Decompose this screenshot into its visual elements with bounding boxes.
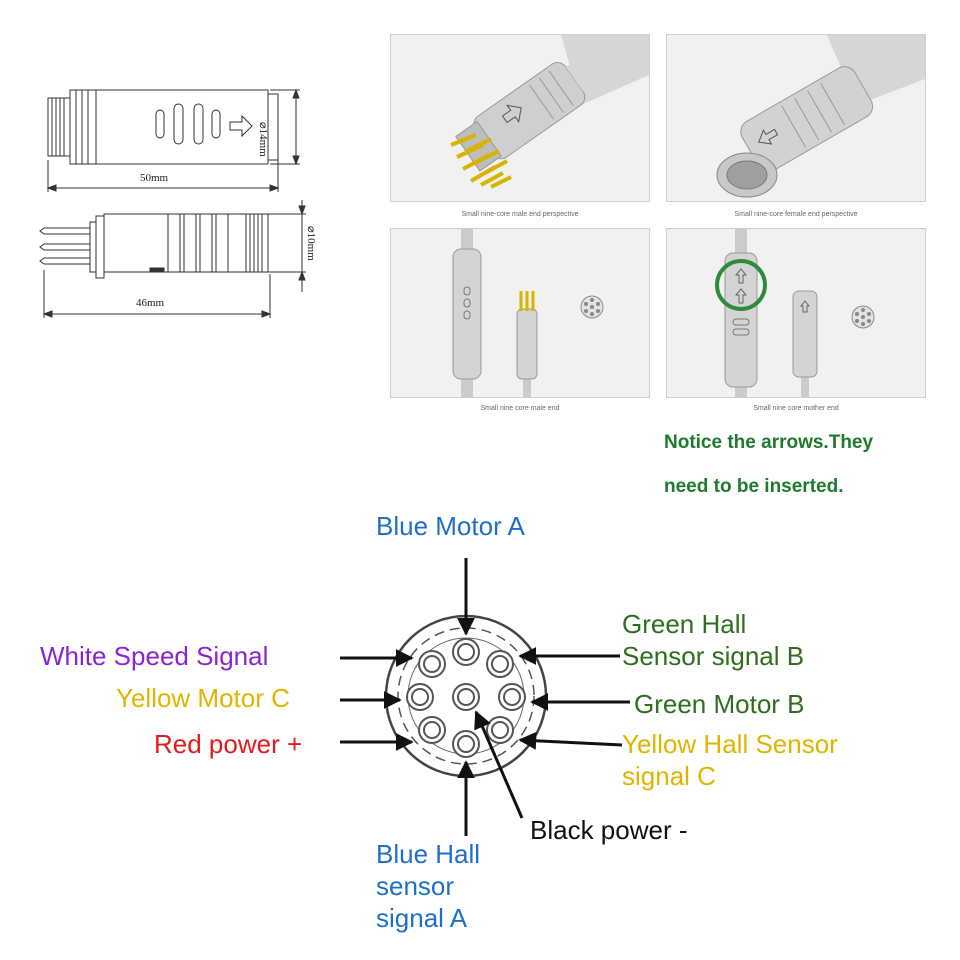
pin-yellow-hall-c <box>486 716 514 744</box>
photo-male-end: Small nine core male end <box>390 228 650 412</box>
pin-white-speed <box>418 650 446 678</box>
male-connector-outline <box>39 213 269 279</box>
label-blue-hall-a-line2: sensor <box>376 871 455 901</box>
pin-green-hall-b <box>486 650 514 678</box>
label-blue-motor-a: Blue Motor A <box>376 511 525 541</box>
label-blue-hall-a-line1: Blue Hall <box>376 839 481 869</box>
pin-blue-motor-a <box>452 638 480 666</box>
photo-male-perspective: Small nine-core male end perspective <box>390 20 650 218</box>
pin-blue-hall-a <box>452 730 480 758</box>
note-line-2: need to be inserted. <box>664 476 844 497</box>
dimension-46mm <box>42 270 272 318</box>
mother-end-illustration <box>715 229 875 397</box>
label-green-hall-b-line1: Green Hall <box>622 609 747 639</box>
male-perspective-illustration <box>450 20 649 189</box>
length-label-50: 50mm <box>140 172 169 184</box>
dimension-10mm <box>268 200 306 292</box>
photo-mother-end: Small nine core mother end <box>666 228 926 412</box>
label-yellow-hall-c-line1: Yellow Hall Sensor <box>622 729 838 759</box>
label-green-motor-b: Green Motor B <box>634 689 805 719</box>
length-label-46: 46mm <box>136 297 165 309</box>
connector-technical-drawing <box>39 88 306 318</box>
female-connector-outline <box>47 89 279 165</box>
label-green-hall-b-line2: Sensor signal B <box>622 641 805 671</box>
caption-female-perspective: Small nine-core female end perspective <box>734 211 858 218</box>
caption-male-perspective: Small nine-core male end perspective <box>461 211 579 218</box>
highlight-circle <box>715 259 767 311</box>
arrows <box>340 558 630 836</box>
caption-male-end: Small nine core male end <box>480 405 560 412</box>
note-line-1: Notice the arrows.They <box>664 432 874 453</box>
dimension-14mm <box>270 88 300 166</box>
label-red-power: Red power + <box>154 729 303 759</box>
female-perspective-illustration <box>716 35 925 198</box>
pin-red-power <box>418 716 446 744</box>
label-black-power: Black power - <box>530 815 688 845</box>
pin-green-motor-b <box>498 683 526 711</box>
pins <box>406 638 526 758</box>
male-end-illustration <box>452 229 604 397</box>
label-blue-hall-a-line3: signal A <box>376 903 468 933</box>
label-yellow-hall-c-line2: signal C <box>622 761 716 791</box>
label-white-speed: White Speed Signal <box>40 641 269 671</box>
pin-center-black <box>452 683 480 711</box>
pin-yellow-motor-c <box>406 683 434 711</box>
label-yellow-motor-c: Yellow Motor C <box>116 683 290 713</box>
photo-female-perspective: Small nine-core female end perspective <box>666 34 926 218</box>
caption-mother-end: Small nine core mother end <box>753 405 839 412</box>
dimension-50mm <box>46 160 280 192</box>
